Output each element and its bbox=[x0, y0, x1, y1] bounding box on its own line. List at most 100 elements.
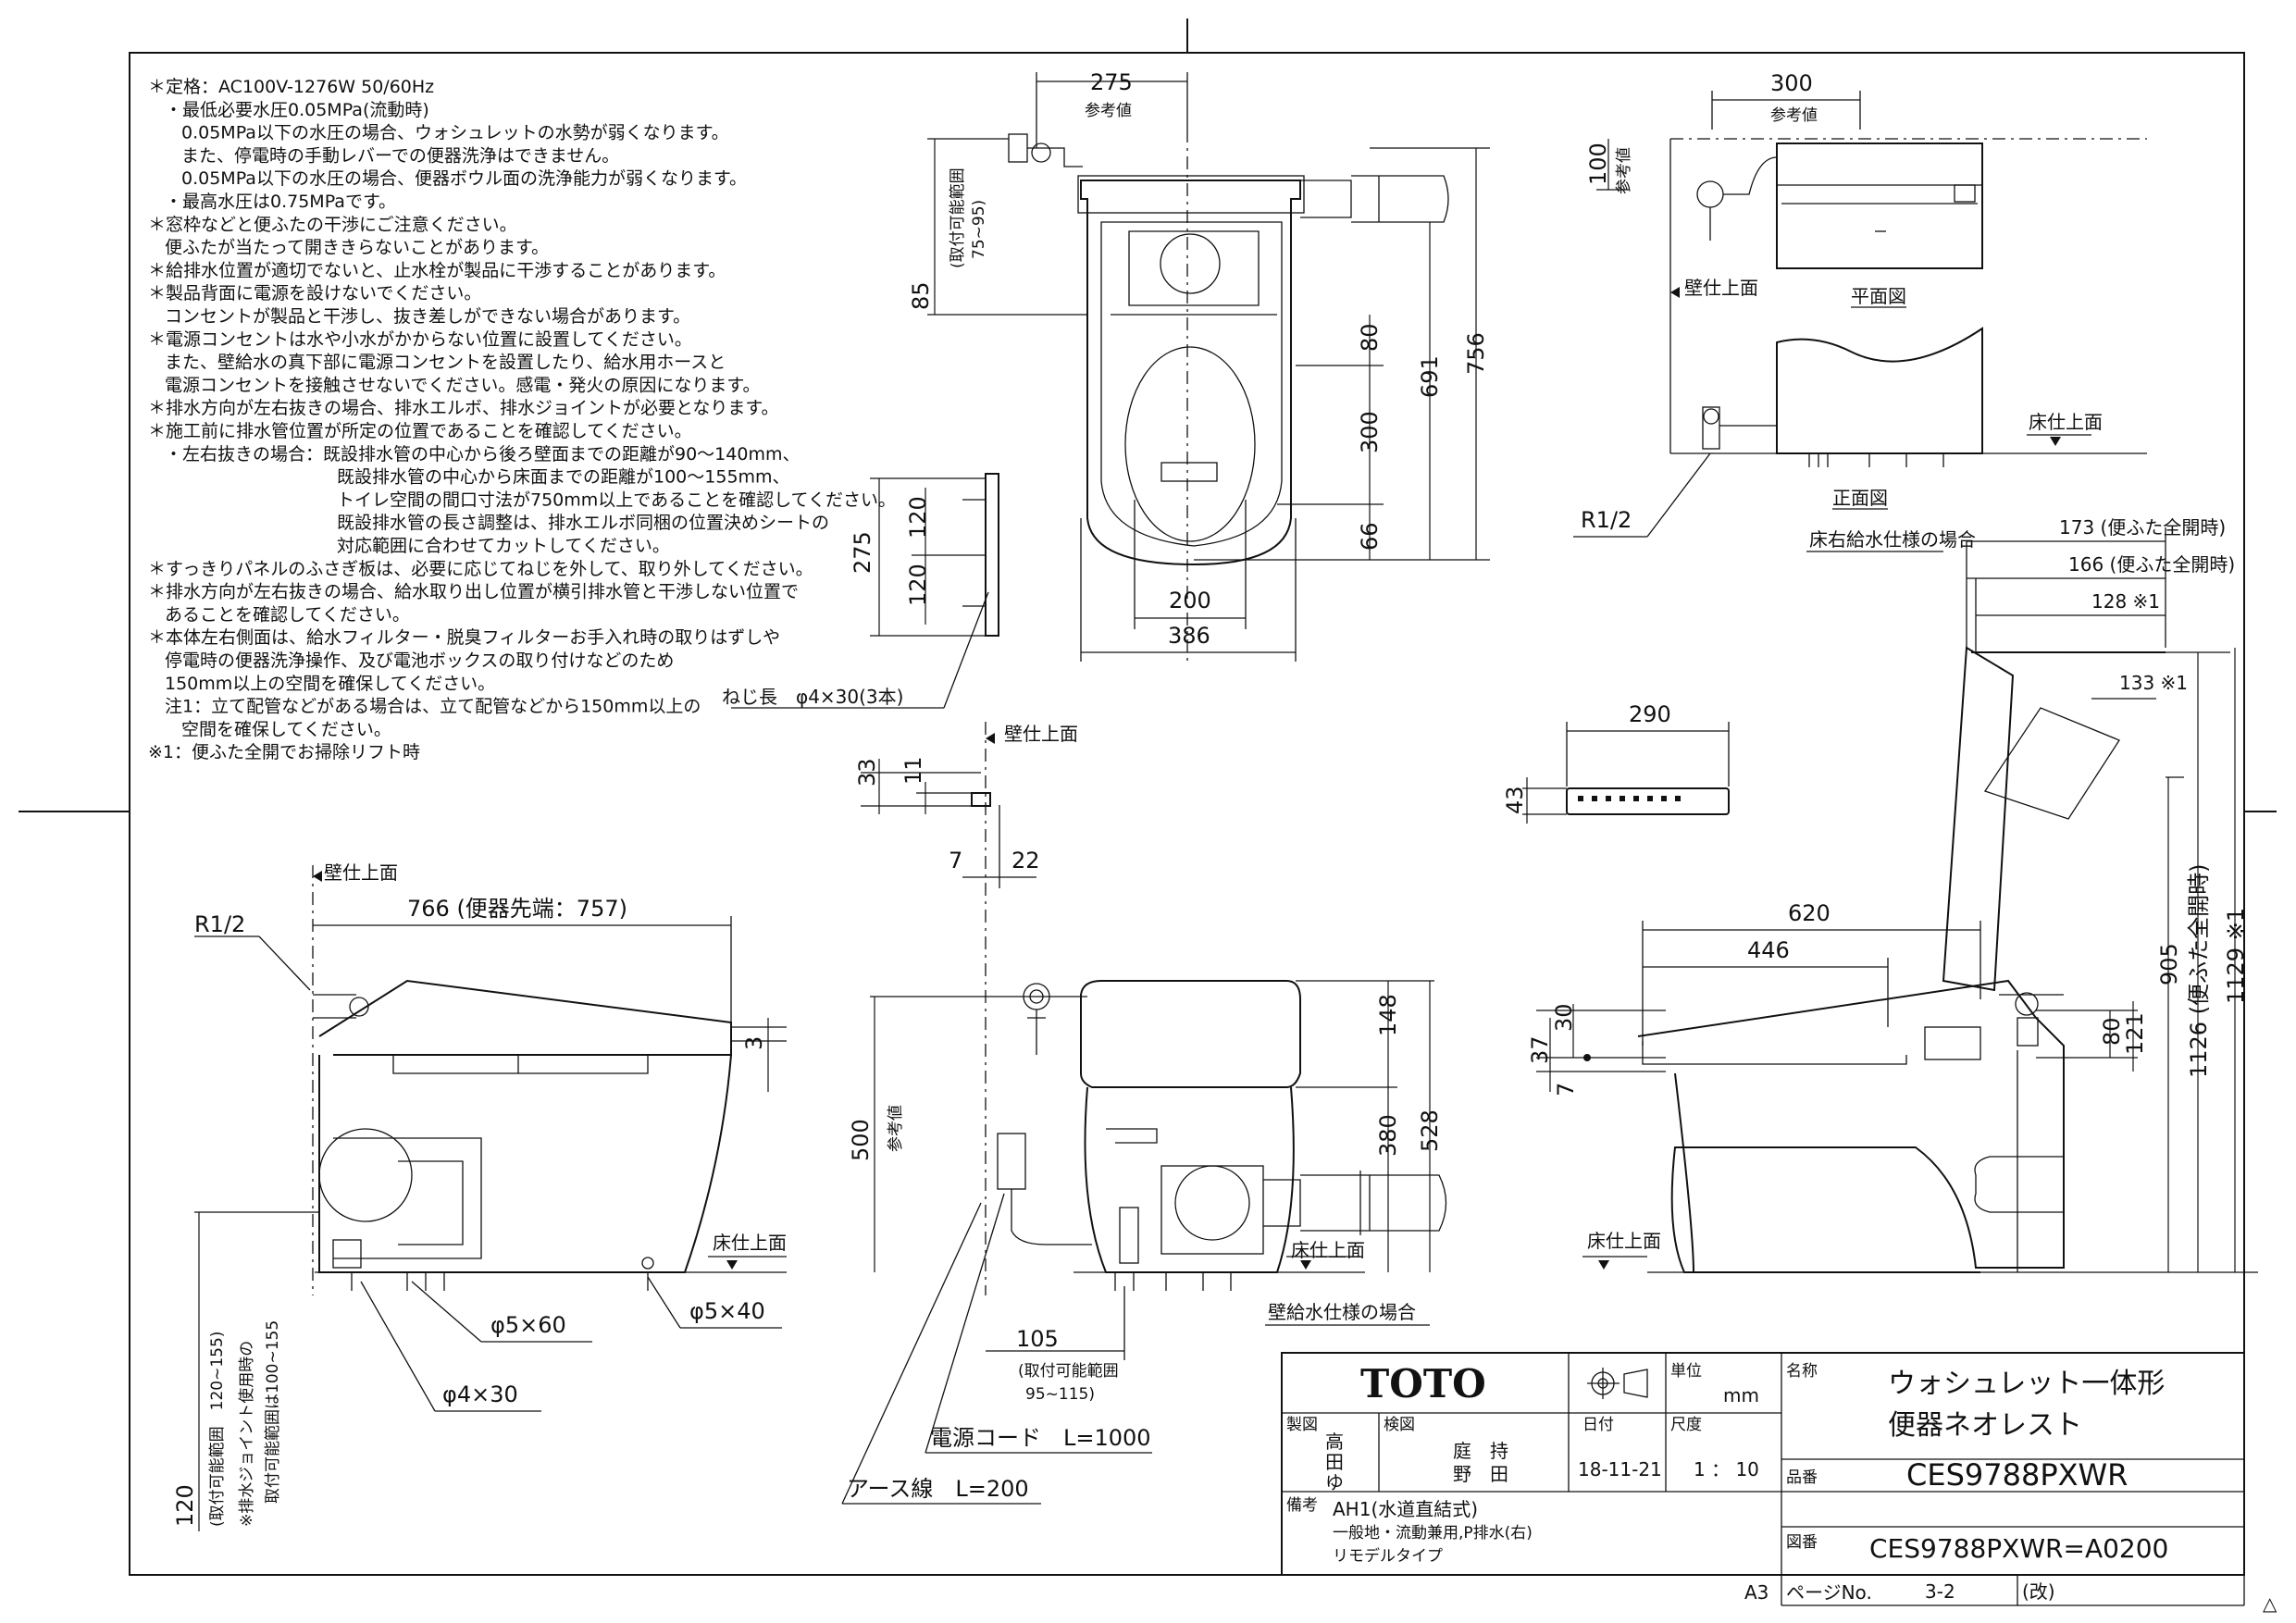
scale-value: 1 ： 10 bbox=[1694, 1458, 1759, 1481]
dim-7b: 7 bbox=[1553, 1083, 1579, 1096]
name-line2: 便器ネオレスト bbox=[1888, 1409, 2082, 1442]
drafted-2: 田 bbox=[1325, 1451, 1344, 1473]
title-block: TOTO 単位 mm 名称 ウォシュレット一体形 便器ネオレスト 製図 高 田 … bbox=[1281, 1352, 2277, 1615]
mount-range-a2: 75~95) bbox=[970, 200, 988, 259]
dim-691: 691 bbox=[1417, 355, 1443, 398]
dim-11: 11 bbox=[900, 756, 926, 785]
mount-range-a: (取付可能範囲 bbox=[949, 167, 967, 268]
wall-finish-label-3: 壁仕上面 bbox=[324, 861, 398, 884]
dim-121: 121 bbox=[2122, 1012, 2148, 1055]
paper-size: A3 bbox=[1744, 1581, 1769, 1604]
remarks-label: 備考 bbox=[1286, 1496, 1318, 1515]
dim-37: 37 bbox=[1527, 1035, 1553, 1064]
note-line: 対応範囲に合わせてカットしてください。 bbox=[337, 536, 670, 556]
checked-2: 野 田 bbox=[1453, 1463, 1508, 1485]
note-line: ＊排水方向が左右抜きの場合、排水エルボ、排水ジョイントが必要となります。 bbox=[148, 398, 779, 418]
wall-finish-label-2: 壁仕上面 bbox=[1004, 723, 1078, 745]
date-label: 日付 bbox=[1582, 1416, 1614, 1434]
ref-value-3: 参考値 bbox=[1615, 147, 1633, 194]
dim-7: 7 bbox=[949, 848, 962, 873]
note-line: ＊給排水位置が適切でないと、止水栓が製品に干渉することがあります。 bbox=[148, 260, 726, 280]
note-line: あることを確認してください。 bbox=[165, 604, 410, 625]
projection-symbol-icon bbox=[1587, 1368, 1648, 1399]
phi430-label: φ4×30 bbox=[442, 1381, 518, 1407]
dim-128: 128 ※1 bbox=[2091, 590, 2160, 613]
floor-finish-label-1: 床仕上面 bbox=[2029, 411, 2103, 433]
note-line: ＊製品背面に電源を設けないでください。 bbox=[148, 283, 481, 304]
note-line: 便ふたが当たって開ききらないことがあります。 bbox=[165, 238, 549, 258]
dim-300-top: 300 bbox=[1770, 70, 1813, 96]
dim-22: 22 bbox=[1011, 848, 1040, 873]
note-line: ＊窓枠などと便ふたの干渉にご注意ください。 bbox=[148, 215, 517, 235]
note-line: ※1：便ふた全開でお掃除リフト時 bbox=[148, 742, 420, 762]
dim-43: 43 bbox=[1502, 786, 1528, 814]
notes-block: ＊定格：AC100V-1276W 50/60Hz・最低必要水圧0.05MPa(流… bbox=[148, 77, 896, 762]
mount-range-b2: 95~115) bbox=[1025, 1385, 1095, 1404]
dim-173: 173 (便ふた全開時) bbox=[2059, 516, 2226, 539]
scale-label: 尺度 bbox=[1670, 1416, 1702, 1434]
part-label: 品番 bbox=[1786, 1468, 1818, 1487]
dim-120a: 120 bbox=[905, 496, 931, 539]
dim-166: 166 (便ふた全開時) bbox=[2068, 553, 2235, 576]
part-number: CES9788PXWR bbox=[1906, 1457, 2128, 1493]
dim-148: 148 bbox=[1375, 994, 1401, 1036]
date-value: 18-11-21 bbox=[1578, 1458, 1662, 1481]
wall-bracket-detail: 壁仕上面 33 11 7 22 bbox=[854, 722, 1078, 1295]
note-line: 注1：立て配管などがある場合は、立て配管などから150mm以上の bbox=[165, 697, 701, 717]
power-cord-label: 電源コード L=1000 bbox=[930, 1425, 1151, 1451]
side-note-2: ※排水ジョイント使用時の bbox=[237, 1341, 256, 1527]
plan-view-top: 275 参考値 85 (取付可能範囲 75~95) 80 300 bbox=[908, 69, 1490, 666]
note-line: ＊施工前に排水管位置が所定の位置であることを確認してください。 bbox=[148, 421, 692, 441]
dim-1129: 1129 ※1 bbox=[2223, 908, 2249, 1004]
unit-value: mm bbox=[1723, 1384, 1759, 1406]
drafted-label: 製図 bbox=[1286, 1416, 1318, 1434]
floor-supply-label: 床右給水仕様の場合 bbox=[1809, 528, 1976, 551]
note-line: ＊すっきりパネルのふさぎ板は、必要に応じてねじを外して、取り外してください。 bbox=[148, 559, 813, 579]
wall-supply-label: 壁給水仕様の場合 bbox=[1268, 1301, 1416, 1323]
dim-100: 100 bbox=[1585, 142, 1611, 185]
note-line: 既設排水管の長さ調整は、排水エルボ同梱の位置決めシートの bbox=[337, 513, 829, 533]
note-line: 150mm以上の空間を確保してください。 bbox=[165, 674, 495, 694]
remarks-3: リモデルタイプ bbox=[1333, 1546, 1443, 1566]
dim-756: 756 bbox=[1463, 332, 1489, 375]
note-line: 電源コンセントを接触させないでください。感電・発火の原因になります。 bbox=[165, 375, 761, 395]
note-line: また、壁給水の真下部に電源コンセントを設置したり、給水用ホースと bbox=[165, 353, 726, 373]
dim-200: 200 bbox=[1169, 588, 1211, 613]
side-view-floor-supply: 床右給水仕様の場合 173 (便ふた全開時) 166 (便ふた全開時) 128 … bbox=[1527, 516, 2258, 1273]
wall-finish-label-1: 壁仕上面 bbox=[1684, 277, 1758, 299]
note-line: ＊本体左右側面は、給水フィルター・脱臭フィルターお手入れ時の取りはずしや bbox=[148, 627, 780, 648]
dim-85: 85 bbox=[908, 281, 934, 310]
dim-500: 500 bbox=[848, 1119, 874, 1161]
dim-120c: 120 bbox=[172, 1484, 198, 1527]
dim-120b: 120 bbox=[905, 564, 931, 606]
dim-380: 380 bbox=[1375, 1114, 1401, 1157]
ref-value-2: 参考値 bbox=[1770, 106, 1818, 125]
note-line: 0.05MPa以下の水圧の場合、ウォシュレットの水勢が弱くなります。 bbox=[181, 123, 729, 143]
dim-3: 3 bbox=[741, 1036, 767, 1050]
dim-33: 33 bbox=[854, 758, 880, 787]
remarks-1: AH1(水道直結式) bbox=[1333, 1498, 1478, 1520]
phi540-label: φ5×40 bbox=[689, 1298, 765, 1324]
note-line: コンセントが製品と干渉し、抜き差しができない場合があります。 bbox=[165, 306, 690, 327]
phi560-label: φ5×60 bbox=[490, 1312, 566, 1338]
name-line1: ウォシュレット一体形 bbox=[1888, 1368, 2165, 1400]
dim-275: 275 bbox=[1090, 69, 1133, 95]
drawing-label: 図番 bbox=[1786, 1533, 1818, 1552]
r12-label-2: R1/2 bbox=[194, 911, 245, 937]
checked-label: 検図 bbox=[1384, 1416, 1415, 1434]
side-note-3: 取付可能範囲は100~155 bbox=[264, 1320, 282, 1504]
note-line: ・左右抜きの場合：既設排水管の中心から後ろ壁面までの距離が90～140mm、 bbox=[165, 444, 800, 465]
floor-finish-label-3: 床仕上面 bbox=[713, 1232, 787, 1254]
mount-range-b: (取付可能範囲 bbox=[1018, 1362, 1119, 1381]
ref-value-1: 参考値 bbox=[1085, 102, 1132, 120]
screw-label: ねじ長 φ4×30(3本) bbox=[722, 686, 903, 708]
floor-finish-label-2: 床仕上面 bbox=[1587, 1230, 1661, 1252]
drafted-3: ゆ bbox=[1325, 1471, 1344, 1493]
sheet-frame bbox=[19, 19, 2277, 1576]
page-label: ページNo. bbox=[1786, 1581, 1872, 1604]
dim-66: 66 bbox=[1357, 522, 1383, 551]
revision-triangle: △ bbox=[2263, 1592, 2277, 1615]
page-number: 3-2 bbox=[1925, 1580, 1955, 1603]
dim-80: 80 bbox=[1357, 323, 1383, 352]
